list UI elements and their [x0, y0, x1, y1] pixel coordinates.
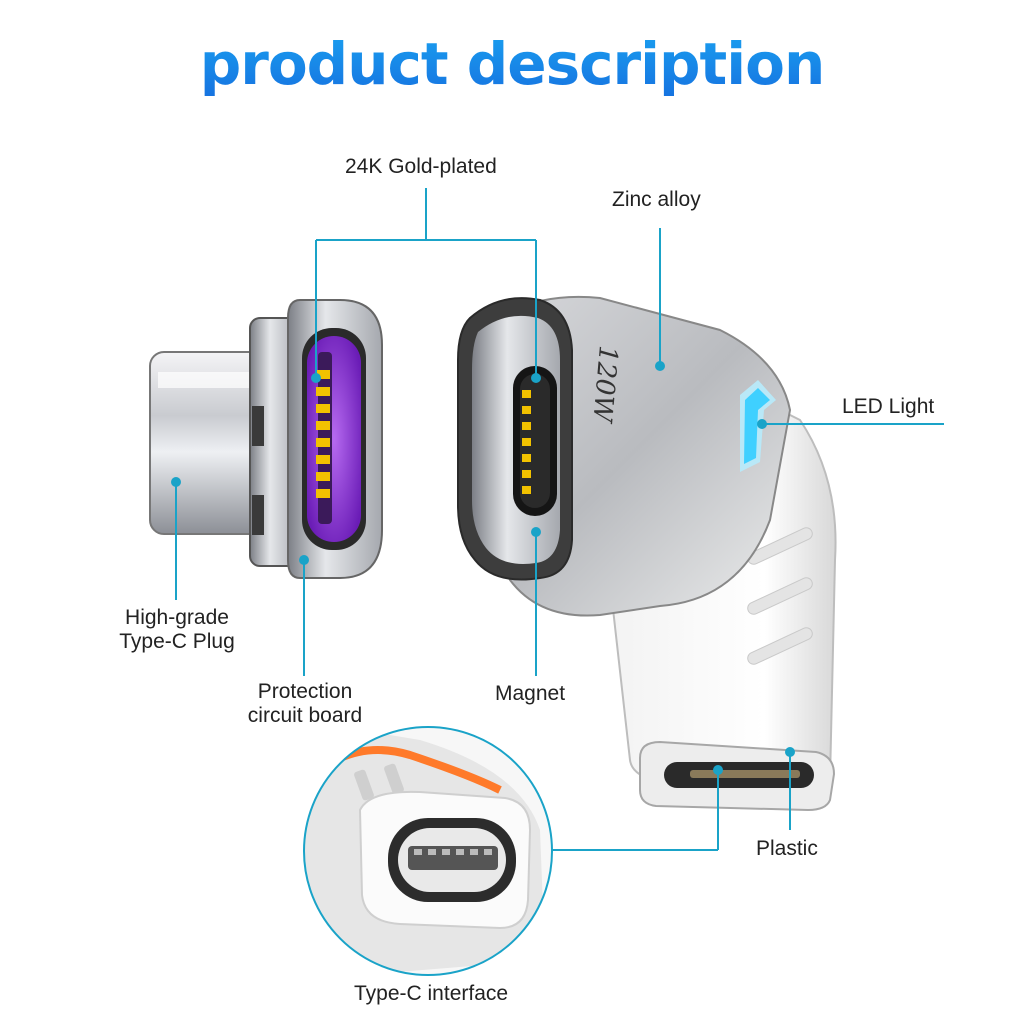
label-pcb-line2: circuit board — [247, 704, 363, 727]
label-pcb: Protection circuit board — [230, 680, 380, 728]
label-plug-line1: High-grade — [125, 606, 229, 629]
label-typec-interface: Type-C interface — [354, 982, 509, 1005]
label-plug-line2: Type-C Plug — [119, 630, 235, 653]
page-title: product description — [199, 30, 826, 98]
elbow-adapter — [457, 295, 837, 812]
label-plug: High-grade Type-C Plug — [102, 606, 252, 654]
label-gold-plated: 24K Gold-plated — [345, 155, 497, 178]
label-led-light: LED Light — [842, 395, 935, 418]
type-c-plug — [149, 299, 383, 579]
type-c-interface-closeup — [303, 726, 553, 976]
label-magnet: Magnet — [495, 682, 566, 705]
label-zinc-alloy: Zinc alloy — [612, 188, 701, 211]
leader-dots — [171, 361, 795, 775]
power-rating-engraving: 120W — [586, 344, 623, 425]
label-pcb-line1: Protection — [257, 680, 353, 703]
label-plastic: Plastic — [756, 837, 818, 860]
leader-lines — [175, 188, 944, 851]
